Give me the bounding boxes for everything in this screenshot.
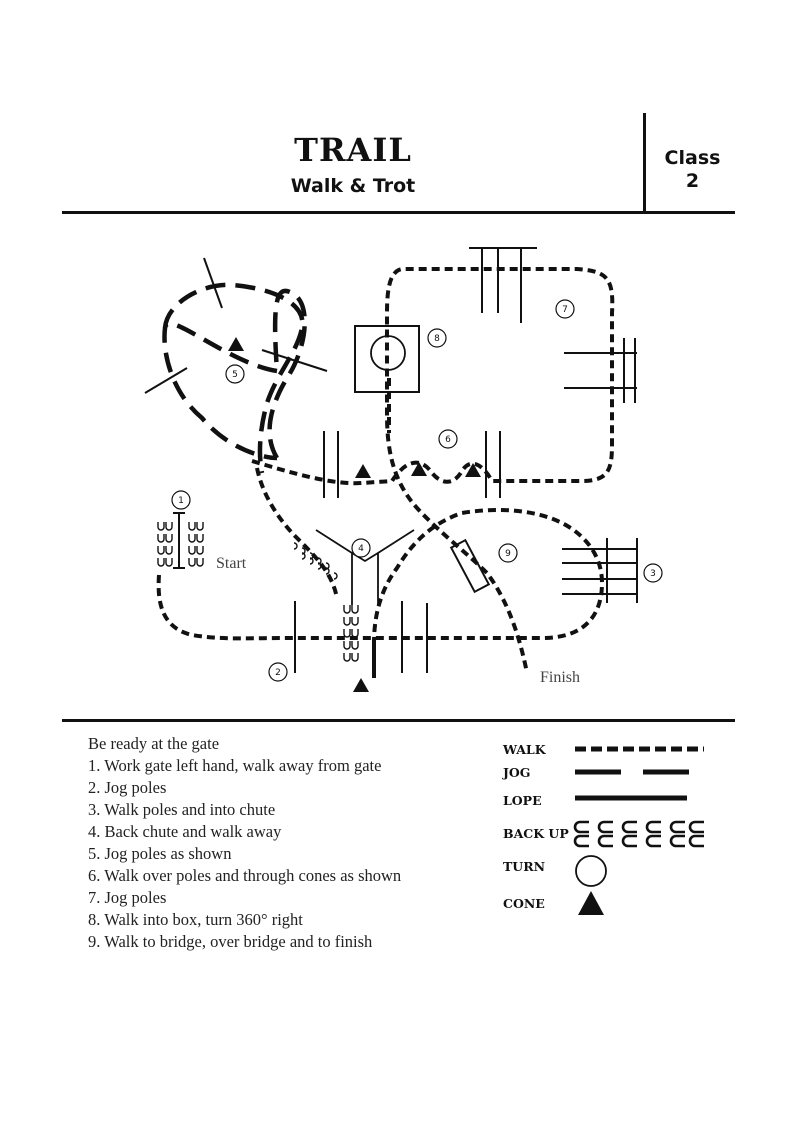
legend-cone-symbol xyxy=(578,891,604,915)
cones xyxy=(228,337,481,692)
cone-6b xyxy=(411,462,427,476)
svg-text:4: 4 xyxy=(358,544,364,554)
pattern-subtitle: Walk & Trot xyxy=(290,175,416,197)
cone-5 xyxy=(228,337,244,351)
legend-jog-label: JOG xyxy=(503,765,531,780)
svg-text:2: 2 xyxy=(275,668,281,678)
legend-lope-label: LOPE xyxy=(503,793,542,808)
instruction-step: 7. Jog poles xyxy=(88,888,167,907)
instruction-step: 2. Jog poles xyxy=(88,778,167,797)
jog-path-loop-outer xyxy=(162,282,305,474)
class-label: Class xyxy=(664,147,721,169)
instruction-step: 5. Jog poles as shown xyxy=(88,844,232,863)
obstacle-number-5: 5 xyxy=(225,364,245,384)
trail-map: 1 2 3 4 5 6 7 8 9 Start Finish xyxy=(144,247,704,915)
header-divider xyxy=(643,113,646,213)
finish-label: Finish xyxy=(540,669,580,686)
turn-circle-8 xyxy=(370,335,406,371)
svg-text:9: 9 xyxy=(505,549,511,559)
obstacle-number-1: 1 xyxy=(171,490,191,510)
legend-symbols xyxy=(573,746,704,887)
svg-text:8: 8 xyxy=(434,334,440,344)
class-badge: Class 2 xyxy=(650,147,735,193)
obstacle-number-8: 8 xyxy=(427,328,447,348)
cone-chute xyxy=(353,678,369,692)
svg-text:1: 1 xyxy=(178,496,184,506)
svg-text:7: 7 xyxy=(562,305,568,315)
legend-turn-symbol xyxy=(575,855,607,887)
pattern-title: TRAIL xyxy=(294,131,412,169)
legend-backup-symbol xyxy=(573,820,704,848)
header-rule xyxy=(62,211,735,214)
start-label: Start xyxy=(216,555,247,572)
backup-marks-1 xyxy=(157,522,204,567)
backup-marks-chute xyxy=(293,542,359,662)
map-bottom-rule xyxy=(62,719,735,722)
legend-turn-label: TURN xyxy=(503,859,546,874)
instruction-step: 9. Walk to bridge, over bridge and to fi… xyxy=(88,932,373,951)
jog-path-loop xyxy=(162,288,307,461)
pattern-sheet: TRAIL Walk & Trot Class 2 xyxy=(62,113,735,1063)
instruction-step: 3. Walk poles and into chute xyxy=(88,800,276,819)
obstacle-number-6: 6 xyxy=(438,429,458,449)
obstacle-number-2: 2 xyxy=(268,662,288,682)
cone-6a xyxy=(355,464,371,478)
obstacle-number-9: 9 xyxy=(498,543,518,563)
walk-path-chute xyxy=(255,467,339,599)
cone-6c xyxy=(465,463,481,477)
legend-backup-label: BACK UP xyxy=(503,826,569,841)
svg-text:3: 3 xyxy=(650,569,656,579)
legend-cone-label: CONE xyxy=(503,896,545,911)
instruction-step: 8. Walk into box, turn 360° right xyxy=(88,910,303,929)
class-number: 2 xyxy=(685,170,700,192)
obstacle-number-3: 3 xyxy=(643,563,663,583)
instructions: Be ready at the gate 1. Work gate left h… xyxy=(88,733,488,953)
obstacle-number-4: 4 xyxy=(351,538,371,558)
instruction-step: 4. Back chute and walk away xyxy=(88,822,282,841)
box-8 xyxy=(354,325,420,393)
obstacle-number-7: 7 xyxy=(555,299,575,319)
svg-text:5: 5 xyxy=(232,370,238,380)
obstacle-numbers: 1 2 3 4 5 6 7 8 9 xyxy=(171,299,663,682)
bridge-9 xyxy=(449,538,491,594)
instruction-intro: Be ready at the gate xyxy=(88,734,220,753)
instruction-step: 6. Walk over poles and through cones as … xyxy=(88,866,402,885)
svg-text:6: 6 xyxy=(445,435,451,445)
walk-path-6 xyxy=(251,267,615,674)
walk-path-start xyxy=(156,508,605,678)
legend-walk-label: WALK xyxy=(503,742,546,757)
instruction-step: 1. Work gate left hand, walk away from g… xyxy=(88,756,382,775)
